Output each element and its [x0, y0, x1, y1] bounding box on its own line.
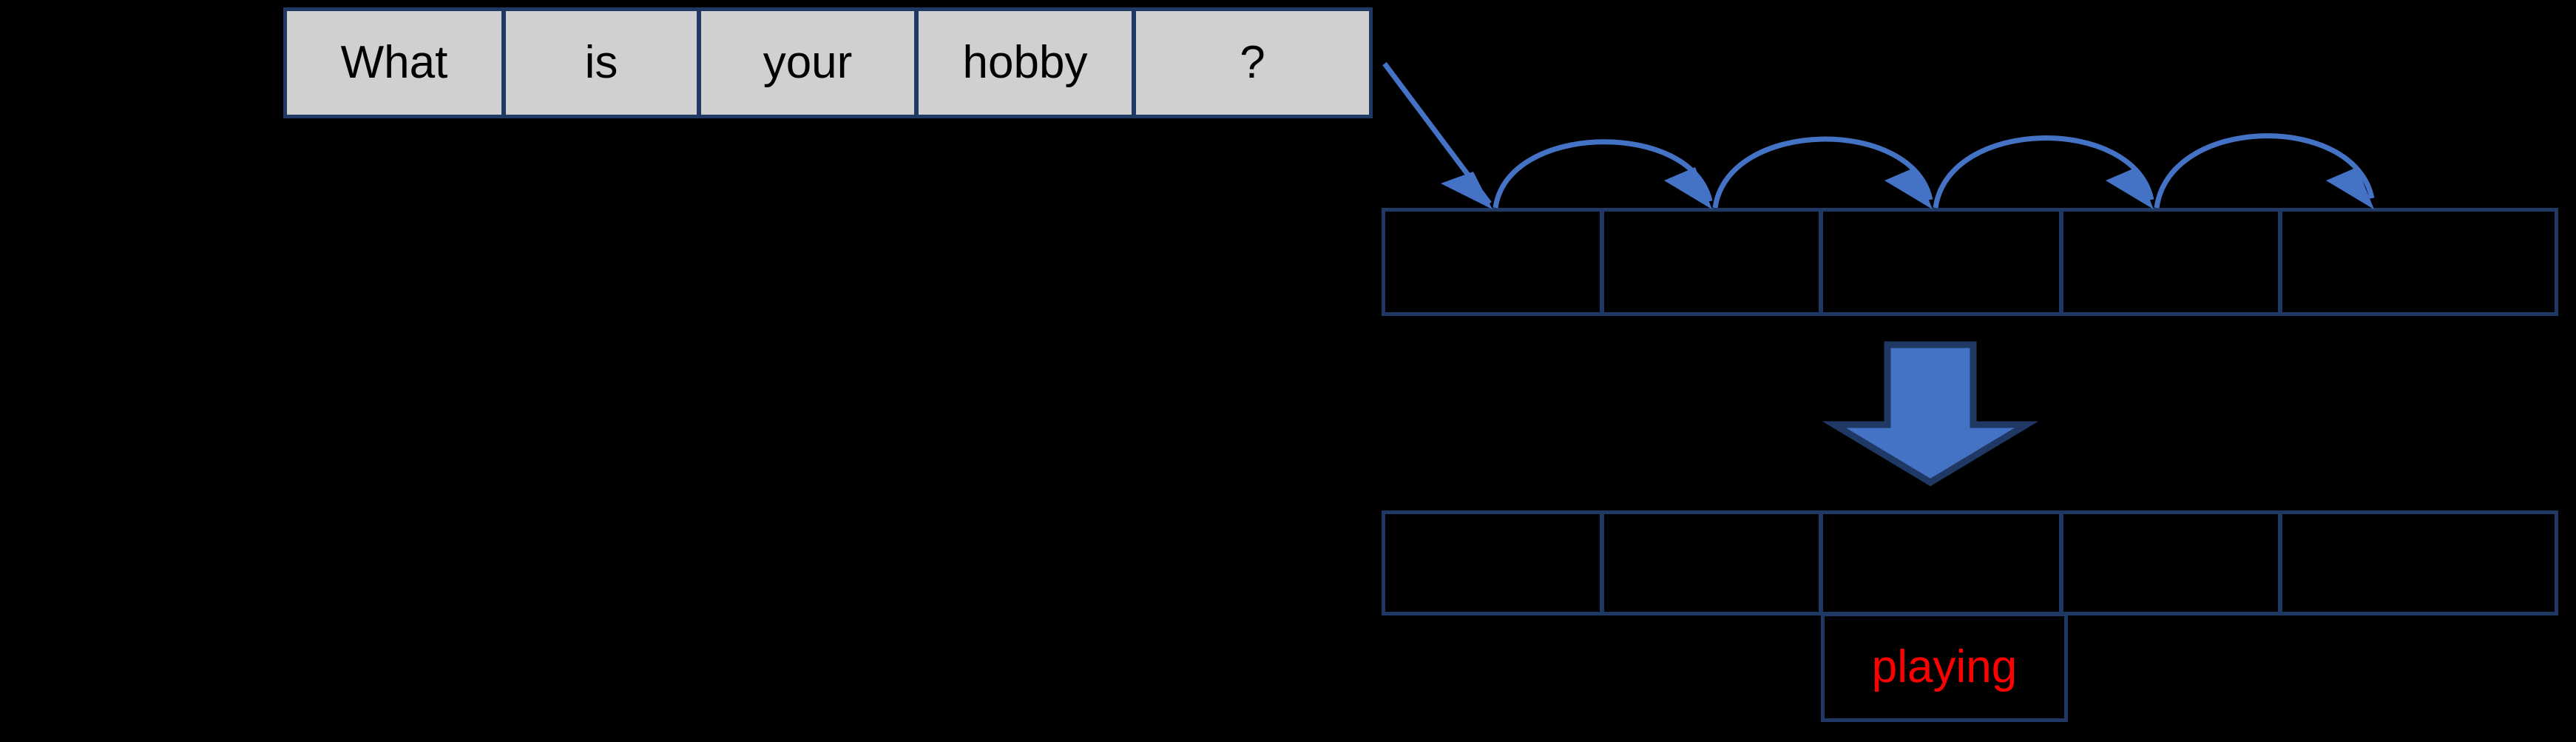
- encoder-states-row: [1382, 208, 2558, 316]
- source-token-cell[interactable]: hobby: [915, 7, 1135, 118]
- source-token-text: What: [340, 37, 448, 88]
- encoder-state-cell[interactable]: [1819, 208, 2063, 316]
- recurrent-arc-4-path: [2154, 133, 2375, 209]
- decoder-states-row: [1382, 510, 2558, 615]
- source-token-text: hobby: [962, 37, 1088, 88]
- recurrent-arc-1-path: [1492, 139, 1713, 209]
- encoder-to-decoder-arrow-shape: [1822, 341, 2039, 487]
- decoder-state-cell[interactable]: [2060, 510, 2282, 615]
- generated-output-cell[interactable]: playing: [1821, 613, 2068, 722]
- diagonal-feed-arrow: [1382, 61, 1492, 209]
- source-sentence-row: What is your hobby ?: [283, 7, 1373, 118]
- recurrent-arc-4: [2154, 133, 2375, 209]
- diagonal-feed-arrow-head: [1441, 172, 1492, 209]
- diagonal-feed-arrow-shaft: [1382, 61, 1492, 206]
- recurrent-arc-3-path: [1933, 135, 2154, 209]
- recurrent-arc-1-head: [1664, 167, 1712, 209]
- recurrent-arc-4-head: [2326, 167, 2374, 209]
- recurrent-arc-2: [1712, 136, 1933, 209]
- encoder-state-cell[interactable]: [1382, 208, 1603, 316]
- decoder-state-cell[interactable]: [1600, 510, 1822, 615]
- source-token-text: is: [584, 37, 618, 88]
- source-token-text: ?: [1240, 37, 1265, 88]
- decoder-state-cell[interactable]: [1382, 510, 1603, 615]
- source-token-cell[interactable]: is: [502, 7, 700, 118]
- source-token-cell[interactable]: What: [283, 7, 505, 118]
- encoder-to-decoder-arrow: [1822, 341, 2039, 487]
- recurrent-arc-1: [1492, 139, 1713, 209]
- source-token-text: your: [763, 37, 853, 88]
- encoder-state-cell[interactable]: [2279, 208, 2558, 316]
- recurrent-arc-3-head: [2106, 167, 2154, 209]
- recurrent-arc-3: [1933, 135, 2154, 209]
- encoder-state-cell[interactable]: [1600, 208, 1822, 316]
- generated-output-text: playing: [1871, 641, 2018, 692]
- decoder-state-cell[interactable]: [1819, 510, 2063, 615]
- encoder-state-cell[interactable]: [2060, 208, 2282, 316]
- source-token-cell[interactable]: ?: [1132, 7, 1373, 118]
- source-token-cell[interactable]: your: [697, 7, 918, 118]
- decoder-state-cell[interactable]: [2279, 510, 2558, 615]
- recurrent-arc-2-head: [1884, 167, 1933, 209]
- recurrent-arc-2-path: [1712, 136, 1933, 209]
